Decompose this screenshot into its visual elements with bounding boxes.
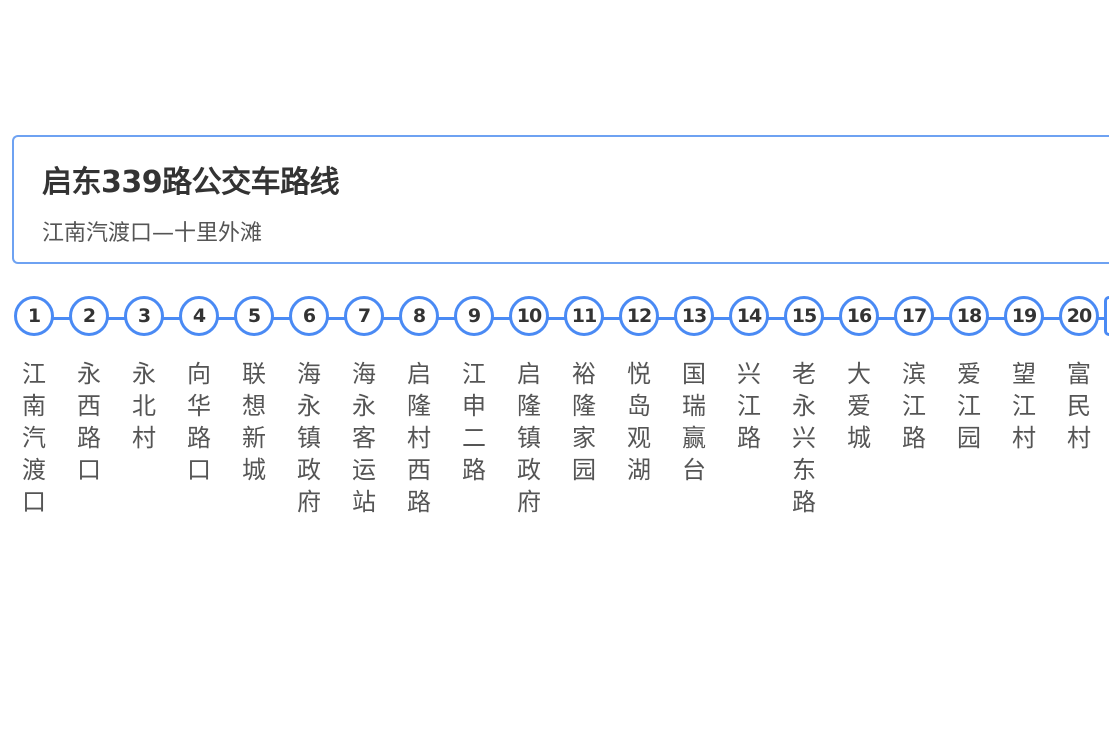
stop-name: 老永兴东路 (792, 360, 816, 516)
stop-name: 江申二路 (462, 360, 486, 484)
stop-number-circle: 6 (289, 296, 329, 336)
stop-name: 富民村 (1067, 360, 1091, 452)
stop-name: 大爱城 (847, 360, 871, 452)
route-stop-partial[interactable] (1104, 296, 1109, 336)
stop-number-circle: 4 (179, 296, 219, 336)
stop-name: 启隆村西路 (407, 360, 431, 516)
stop-number-circle: 10 (509, 296, 549, 336)
stop-number-circle: 19 (1004, 296, 1044, 336)
stop-number-circle: 7 (344, 296, 384, 336)
stop-name: 爱江园 (957, 360, 981, 452)
stop-number-circle: 2 (69, 296, 109, 336)
stop-name: 裕隆家园 (572, 360, 596, 484)
stop-number-circle: 1 (14, 296, 54, 336)
stop-number-circle: 18 (949, 296, 989, 336)
route-info-card: 启东339路公交车路线 江南汽渡口—十里外滩 (12, 135, 1109, 264)
stop-name: 向华路口 (187, 360, 211, 484)
stop-name: 永北村 (132, 360, 156, 452)
stop-name: 滨江路 (902, 360, 926, 452)
page-title: 启东339路公交车路线 (42, 165, 340, 200)
stop-name: 江南汽渡口 (22, 360, 46, 516)
stop-number-circle: 17 (894, 296, 934, 336)
stop-number-circle: 14 (729, 296, 769, 336)
stop-number-circle: 13 (674, 296, 714, 336)
stop-name: 永西路口 (77, 360, 101, 484)
stop-name: 海永镇政府 (297, 360, 321, 516)
stop-name: 联想新城 (242, 360, 266, 484)
stop-name: 海永客运站 (352, 360, 376, 516)
route-endpoints: 江南汽渡口—十里外滩 (42, 221, 263, 246)
stop-number-circle: 12 (619, 296, 659, 336)
stop-name: 悦岛观湖 (627, 360, 651, 484)
stop-name: 国瑞赢台 (682, 360, 706, 484)
stop-name: 望江村 (1012, 360, 1036, 452)
stop-number-circle: 3 (124, 296, 164, 336)
stop-number-circle: 20 (1059, 296, 1099, 336)
route-stop-list: 1 江南汽渡口 2 永西路口 3 永北村 4 向华路口 5 联想新城 6 海永镇政府 7 海永客运站 8 启隆… (0, 296, 1109, 536)
stop-number-circle: 9 (454, 296, 494, 336)
stop-number-circle: 15 (784, 296, 824, 336)
stop-name: 启隆镇政府 (517, 360, 541, 516)
stop-number-circle: 8 (399, 296, 439, 336)
stop-number-circle: 11 (564, 296, 604, 336)
stop-number-circle: 5 (234, 296, 274, 336)
stop-name: 兴江路 (737, 360, 761, 452)
stop-number-circle: 16 (839, 296, 879, 336)
